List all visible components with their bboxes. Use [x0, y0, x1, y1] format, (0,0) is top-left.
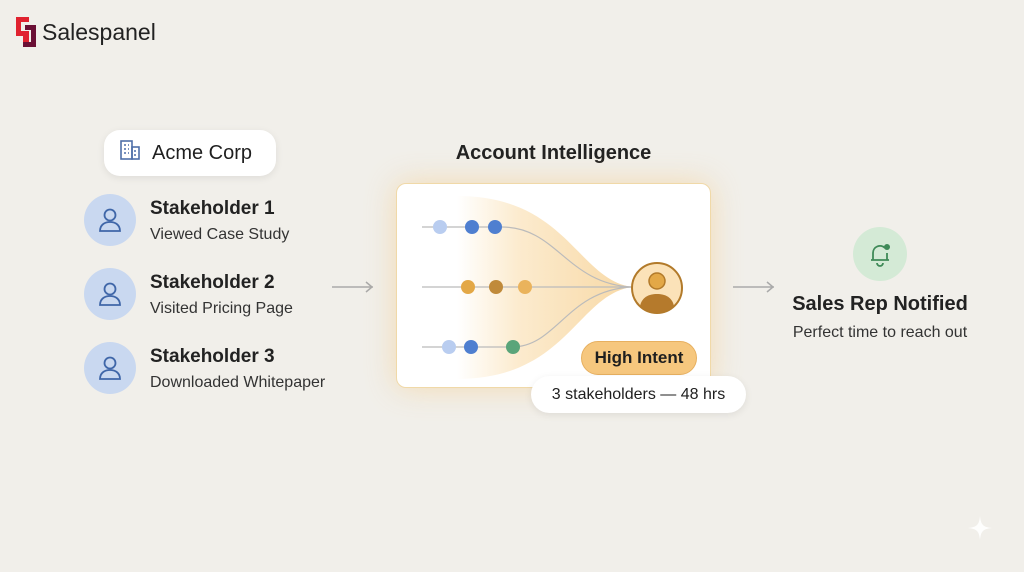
result-title: Sales Rep Notified: [792, 293, 968, 315]
stakeholder-activity: Viewed Case Study: [150, 226, 290, 243]
center-title: Account Intelligence: [455, 142, 652, 164]
intelligence-card: [396, 183, 711, 388]
stakeholder-name: Stakeholder 2: [150, 272, 275, 293]
summary-pill: 3 stakeholders — 48 hrs: [531, 376, 746, 413]
stakeholder-name: Stakeholder 3: [150, 346, 275, 367]
stakeholder-activity: Visited Pricing Page: [150, 300, 293, 317]
user-icon: [99, 282, 121, 306]
result-subtitle: Perfect time to reach out: [792, 324, 968, 341]
user-icon: [99, 208, 121, 232]
stakeholder-avatar: [84, 268, 136, 320]
stakeholder-name: Stakeholder 1: [150, 198, 275, 219]
arrow-right-icon: [330, 280, 376, 299]
stakeholder-1: Stakeholder 1 Viewed Case Study: [150, 198, 289, 244]
stakeholder-avatar: [84, 342, 136, 394]
brand-name: Salespanel: [42, 19, 156, 45]
stakeholder-avatar: [84, 194, 136, 246]
salespanel-logo: [16, 17, 38, 47]
stakeholder-3: Stakeholder 3 Downloaded Whitepaper: [150, 346, 325, 392]
sparkle-icon: [966, 514, 994, 547]
activity-dots: [433, 220, 532, 354]
stakeholder-activity: Downloaded Whitepaper: [150, 374, 326, 391]
rep-avatar-icon: [631, 262, 683, 314]
arrow-right-icon: [731, 280, 777, 299]
account-name: Acme Corp: [152, 141, 253, 164]
stakeholder-2: Stakeholder 2 Visited Pricing Page: [150, 272, 293, 318]
user-icon: [99, 356, 121, 380]
high-intent-badge: High Intent: [581, 341, 697, 375]
bell-icon: [853, 227, 907, 281]
building-icon: [118, 138, 142, 168]
account-pill: Acme Corp: [104, 130, 276, 176]
